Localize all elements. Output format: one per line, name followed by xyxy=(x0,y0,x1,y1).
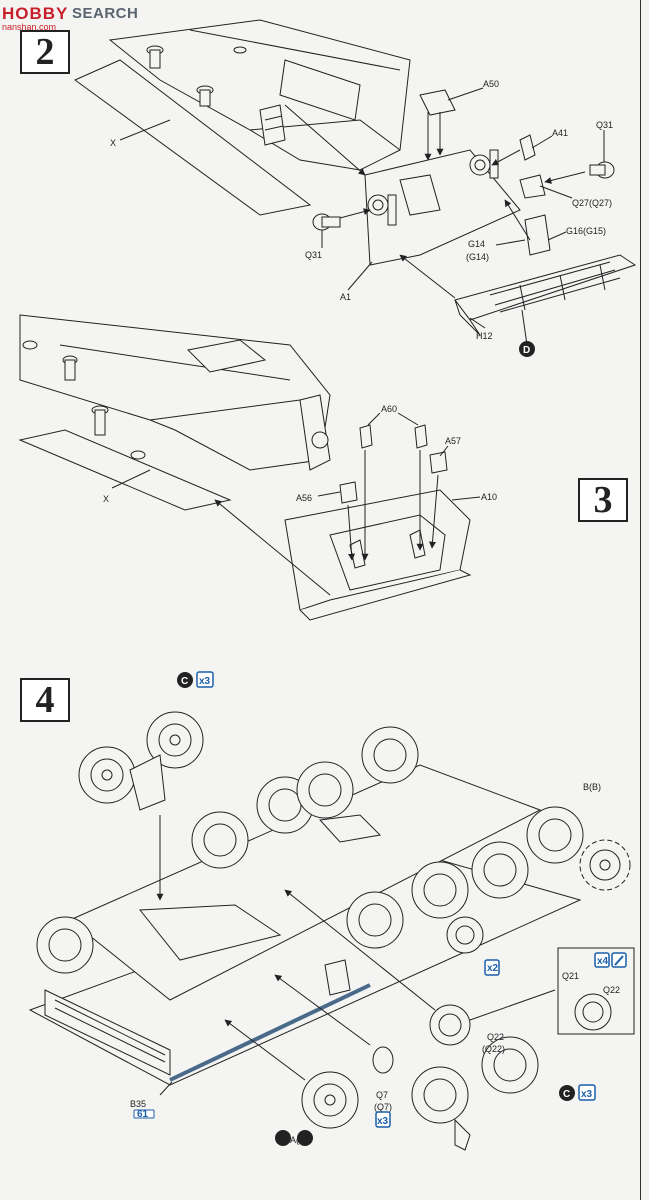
part-A1 xyxy=(364,149,521,266)
qty-x4: x4 xyxy=(597,956,609,967)
label-A50: A50 xyxy=(483,79,499,89)
label-A1: A1 xyxy=(340,292,351,302)
part-Q31-left xyxy=(312,213,341,231)
label-Q22-paren: (Q22) xyxy=(482,1044,505,1054)
step-3-number: 3 xyxy=(578,478,628,522)
step-4-arrows xyxy=(156,815,556,1096)
part-A56 xyxy=(339,481,358,504)
mount-posts-step3 xyxy=(22,340,146,460)
label-G14: G14 xyxy=(468,239,485,249)
label-A41: A41 xyxy=(552,128,568,138)
circle-D: D xyxy=(519,341,535,357)
mount-posts xyxy=(146,45,247,107)
wheel-Q22 xyxy=(429,1004,471,1046)
qty-x3-bottom: x3 xyxy=(581,1089,593,1100)
part-A41 xyxy=(519,134,536,161)
road-wheels-step4 xyxy=(36,711,631,1151)
label-X-step2: X xyxy=(110,138,116,148)
label-A56: A56 xyxy=(296,493,312,503)
label-Q21: Q21 xyxy=(562,971,579,981)
circle-A xyxy=(275,1130,291,1146)
circle-C-top-letter: C xyxy=(181,676,188,687)
label-A57: A57 xyxy=(445,436,461,446)
circle-C-bottom xyxy=(559,1085,575,1101)
step-2-number: 2 xyxy=(20,30,70,74)
circle-A-paren xyxy=(297,1130,313,1146)
label-G16: G16(G15) xyxy=(566,226,606,236)
watermark-logo: HOBBY xyxy=(2,4,69,23)
part-B35-rod xyxy=(169,983,371,1082)
part-Q31-right xyxy=(589,161,615,179)
step-3-arrows xyxy=(111,412,481,596)
circle-C-bottom-letter: C xyxy=(563,1089,570,1100)
step-3-labels: X A60 A57 A56 A10 xyxy=(103,404,497,504)
label-Q7-paren: (Q7) xyxy=(374,1102,392,1112)
label-Q27: Q27(Q27) xyxy=(572,198,612,208)
part-H12 xyxy=(454,254,637,336)
part-A60-left xyxy=(359,424,373,449)
circle-D-letter: D xyxy=(523,345,530,356)
step-2-labels: X A50 A41 Q31 Q27(Q27) G16(G15) G14 (G14… xyxy=(110,79,613,341)
rear-grille-step4 xyxy=(44,989,171,1076)
watermark-site: nanshan.com xyxy=(2,22,57,32)
label-Q7: Q7 xyxy=(376,1090,388,1100)
label-H12: H12 xyxy=(476,331,493,341)
qty-x3-q7: x3 xyxy=(377,1116,389,1127)
label-Q31-right: Q31 xyxy=(596,120,613,130)
idler-wheel-left xyxy=(36,916,94,974)
qty-x2: x2 xyxy=(487,963,499,974)
hull-plate-x-step3 xyxy=(18,429,232,511)
label-B-B: B(B) xyxy=(583,782,601,792)
part-A60-right xyxy=(414,424,428,449)
step-4-number: 4 xyxy=(20,678,70,722)
hull-hatch xyxy=(279,59,361,121)
hull-hatch-step3 xyxy=(186,339,267,373)
sprocket-B xyxy=(579,839,631,891)
wheel-pair-bottom-right xyxy=(411,1036,539,1151)
label-X-step3: X xyxy=(103,494,109,504)
wheels-row-back xyxy=(191,726,584,869)
watermark-search: SEARCH xyxy=(72,5,139,22)
callouts-step4: C x3 x2 x3 61 C x3 xyxy=(133,671,596,1146)
watermark: HOBBY SEARCH nanshan.com xyxy=(0,0,200,36)
label-Q22: Q22 xyxy=(487,1032,504,1042)
step-3-drawing xyxy=(18,314,472,621)
part-A50 xyxy=(419,89,456,116)
sprocket-mount-left xyxy=(367,194,397,226)
step-2-arrows xyxy=(119,87,605,346)
circle-C-top xyxy=(177,672,193,688)
wheel-pair-top-left xyxy=(78,711,204,811)
wheels-row-front xyxy=(346,841,529,954)
hull-hatch-step4 xyxy=(139,904,282,961)
hull-plate-x xyxy=(74,59,312,216)
label-G14-paren: (G14) xyxy=(466,252,489,262)
label-Q31-left: Q31 xyxy=(305,250,322,260)
B35-ref-number: 61 xyxy=(137,1109,149,1120)
label-A10: A10 xyxy=(481,492,497,502)
label-B35: B35 xyxy=(130,1099,146,1109)
label-Q22-box: Q22 xyxy=(603,985,620,995)
page-border-line xyxy=(640,0,641,1200)
mount-cone xyxy=(324,959,351,996)
label-A60: A60 xyxy=(381,404,397,414)
part-Q27 xyxy=(519,174,546,199)
step-2-drawing xyxy=(74,19,637,336)
detail-box-Q21-Q22: x4 Q21 Q22 xyxy=(557,947,635,1035)
part-G16 xyxy=(524,214,551,256)
part-A57 xyxy=(429,451,448,474)
wheel-Q7 xyxy=(372,1046,394,1074)
qty-x3-top: x3 xyxy=(199,676,211,687)
wheel-A xyxy=(301,1071,359,1129)
